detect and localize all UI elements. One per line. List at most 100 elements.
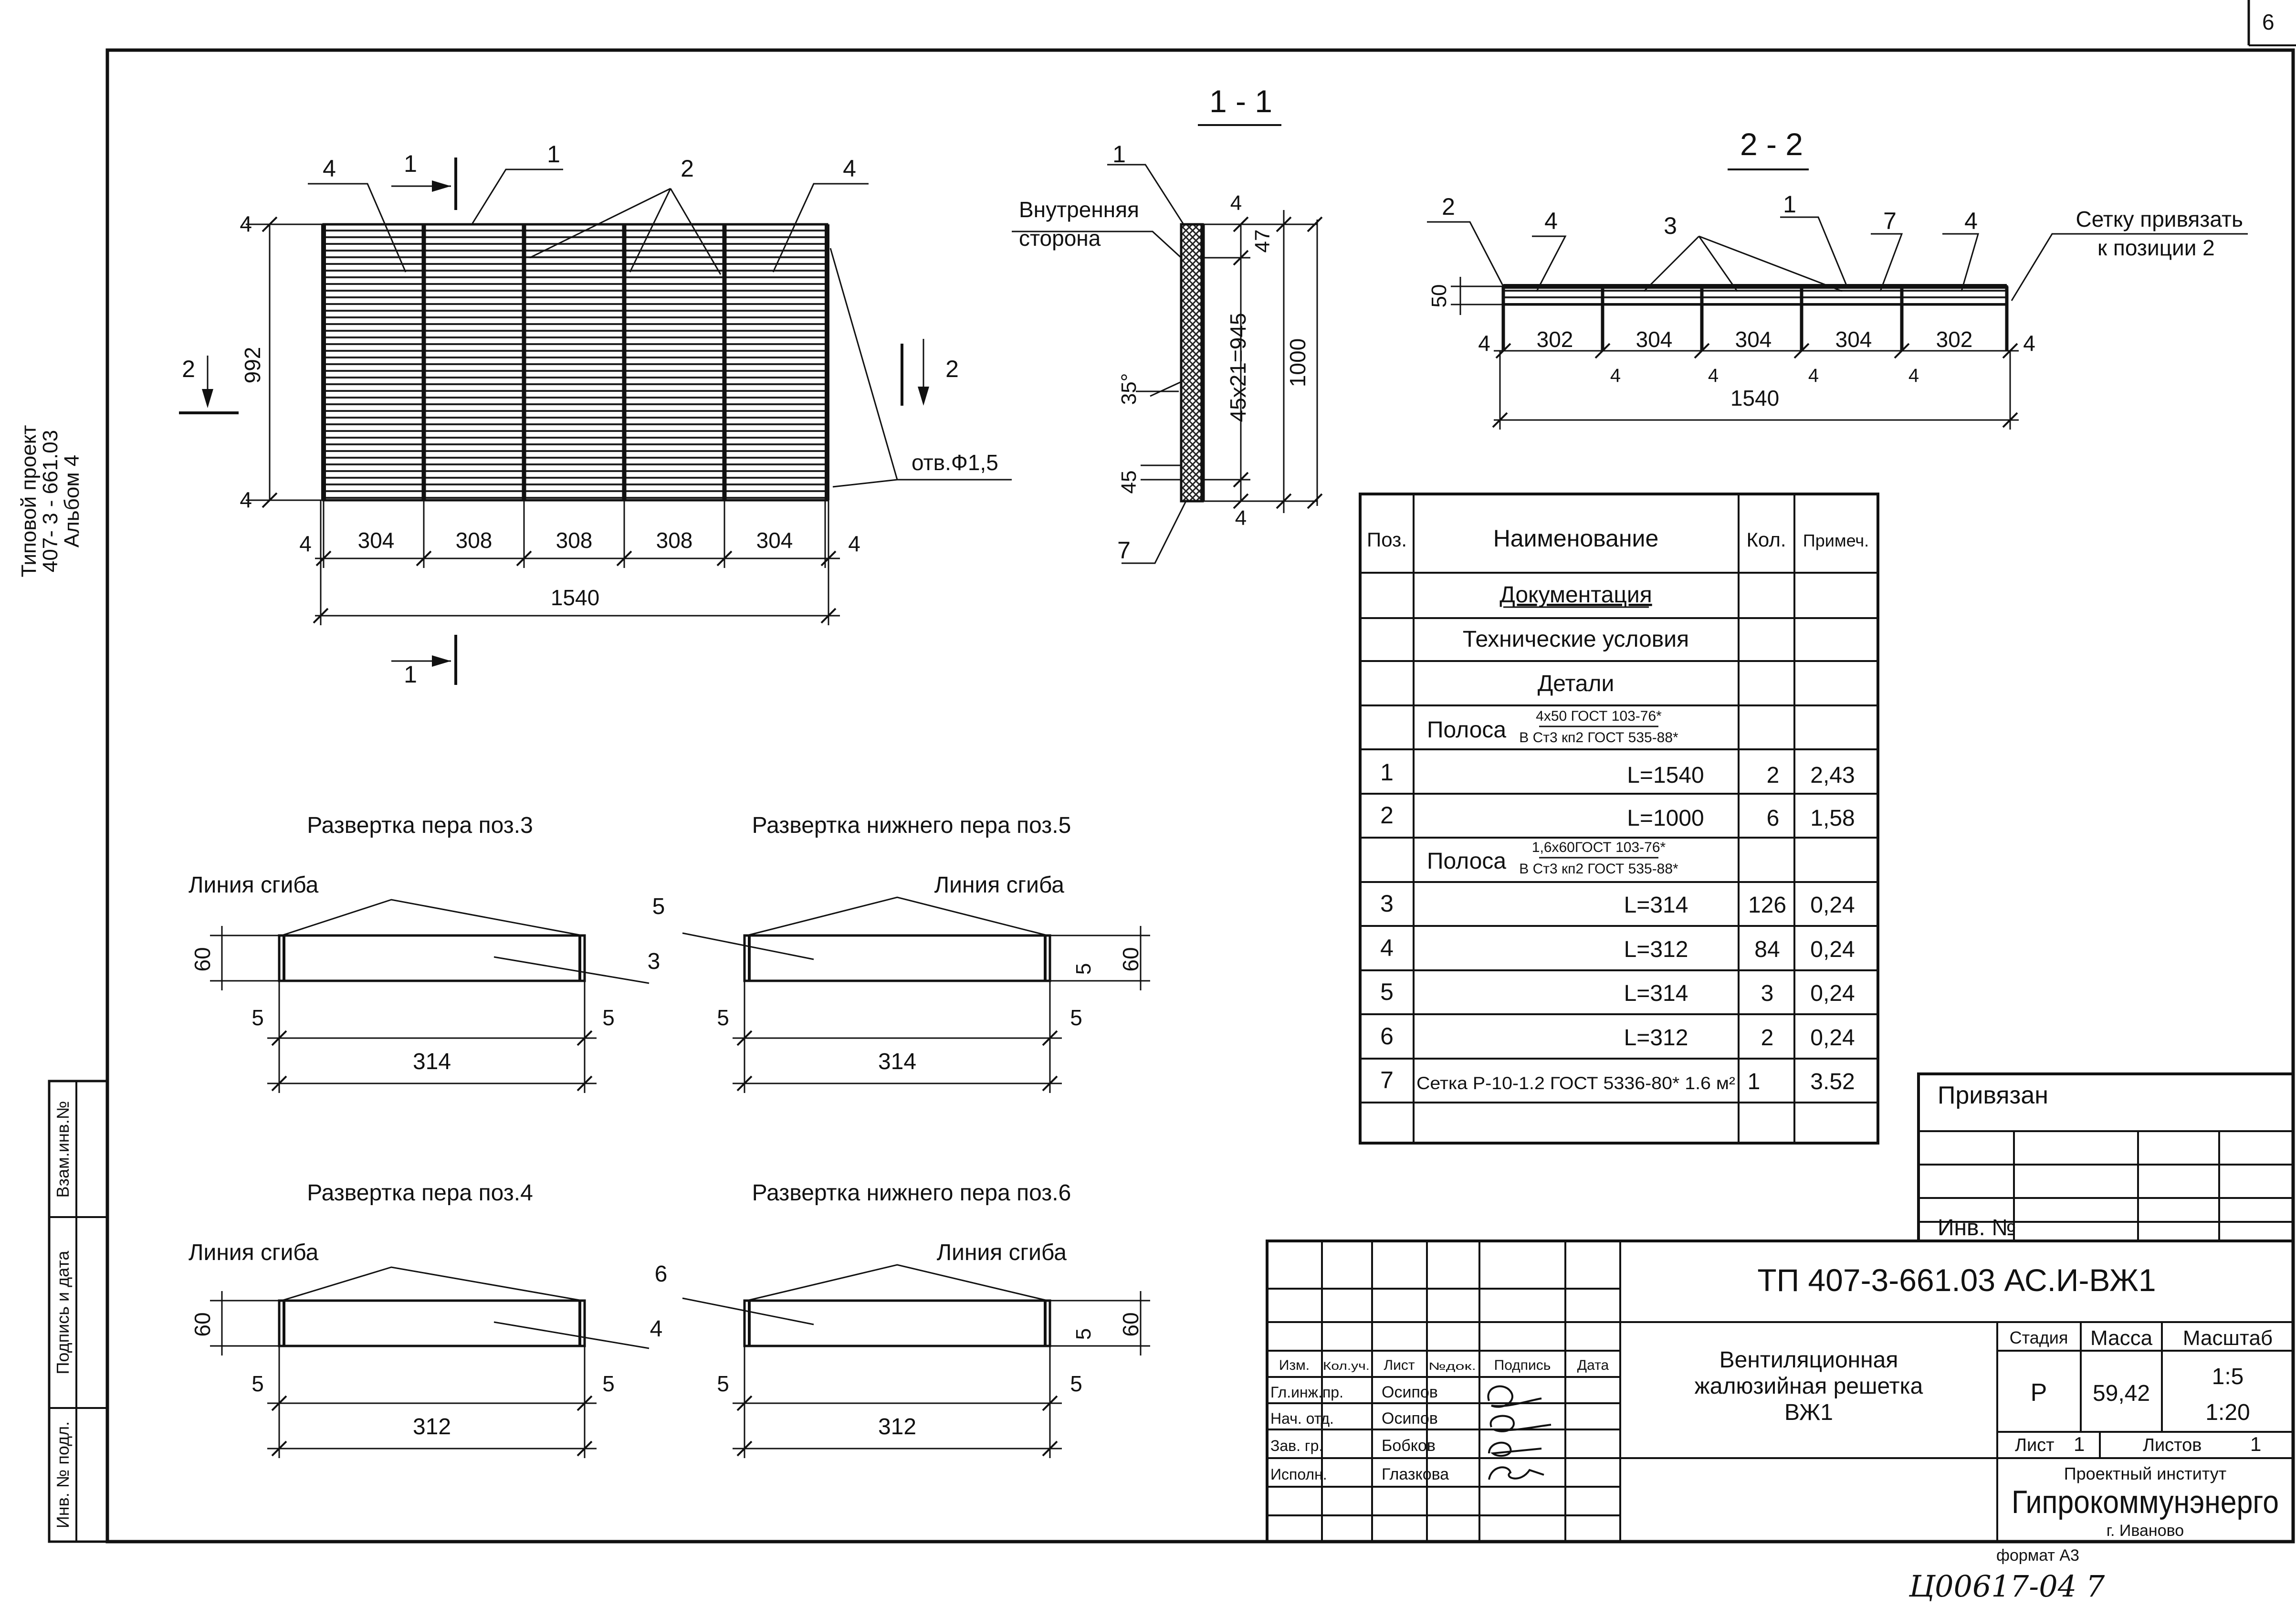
spec-row5-qty: 3 — [1761, 981, 1774, 1006]
attached-title: Привязан — [1938, 1082, 2048, 1109]
spec-row4-name: L=312 — [1624, 937, 1688, 962]
spec-table: Поз. Наименование Кол. Примеч. Документа… — [1359, 493, 1879, 1145]
plan-bdim-2: 308 — [456, 528, 493, 553]
unfold-pos4: Развертка пера поз.4 Линия сгиба 60 4 5 … — [189, 1180, 662, 1458]
tb-name-2: Осипов — [1382, 1409, 1438, 1428]
plan-bdim-0: 4 — [299, 531, 312, 556]
unfold1-w: 314 — [413, 1049, 451, 1074]
tb-name-1: Осипов — [1382, 1383, 1438, 1401]
section22-pos1: 1 — [1783, 191, 1796, 218]
section22-pos4b: 4 — [1964, 208, 1978, 234]
unfold2-title: Развертка нижнего пера поз.5 — [752, 813, 1071, 838]
unfold2-pos: 5 — [652, 894, 665, 919]
tb-h-izm: Изм. — [1279, 1357, 1310, 1373]
section-2-2: 2 - 2 50 4 302 304 304 304 302 4 4 4 — [1427, 126, 2248, 430]
plan-pos-mid: 2 — [681, 155, 694, 182]
section22-small4-a: 4 — [1610, 365, 1621, 386]
plan-dim-bottom: 4 — [240, 487, 252, 512]
spec-row4-note: 0,24 — [1810, 937, 1855, 962]
tb-scale2: 1:20 — [2205, 1400, 2250, 1425]
plan-view: 4 992 4 4 304 308 308 308 304 4 1 — [179, 141, 1012, 688]
unfold3-h: 60 — [190, 1312, 215, 1336]
tb-name-line1: Вентиляционная — [1719, 1347, 1898, 1373]
unfold3-bend: Линия сгиба — [189, 1240, 319, 1265]
section11-angle: 35° — [1117, 373, 1141, 405]
tb-name-4: Глазкова — [1382, 1465, 1449, 1483]
side-project-label: Типовой проект 407- 3 - 661.03 Альбом 4 — [17, 425, 84, 577]
unfold3-e-left: 5 — [252, 1371, 264, 1396]
section11-d45: 45 — [1117, 471, 1141, 494]
spec-h-name: Наименование — [1493, 525, 1659, 552]
spec-row7-qty: 1 — [1748, 1069, 1761, 1094]
spec-row5-name: L=314 — [1624, 981, 1688, 1006]
section11-title: 1 - 1 — [1209, 84, 1272, 119]
section22-dim-0: 4 — [1478, 331, 1490, 356]
unfold4-e-right: 5 — [1070, 1371, 1082, 1396]
section22-pos2: 2 — [1442, 193, 1455, 220]
section22-pos7: 7 — [1883, 208, 1897, 234]
spec-row1-note: 2,43 — [1810, 763, 1855, 788]
tb-role-3: Зав. гр. — [1270, 1437, 1323, 1454]
plan-hole: отв.Ф1,5 — [912, 450, 998, 475]
section22-title: 2 - 2 — [1740, 126, 1803, 162]
section11-d47: 47 — [1251, 230, 1274, 253]
spec-row3-name: L=314 — [1624, 893, 1688, 918]
tb-name-line2: жалюзийная решетка — [1695, 1374, 1923, 1399]
tb-mass-h: Масса — [2090, 1326, 2153, 1350]
plan-cut1-top: 1 — [404, 150, 417, 177]
spec-details: Детали — [1538, 671, 1615, 696]
unfold3-w: 312 — [413, 1414, 451, 1439]
section22-small4-b: 4 — [1708, 365, 1719, 386]
unfold4-pos: 6 — [655, 1261, 668, 1287]
section22-dim-4: 304 — [1835, 327, 1872, 352]
title-block: Изм. Кол.уч. Лист №док. Подпись Дата Гл.… — [1266, 1240, 2295, 1565]
tb-inst2: Гипрокоммунэнерго — [2012, 1484, 2279, 1520]
section11-pos1: 1 — [1112, 141, 1126, 168]
unfold2-e-left: 5 — [717, 1005, 729, 1030]
signatures — [1487, 1385, 1552, 1480]
plan-dim-top: 4 — [240, 211, 252, 236]
section22-small4-d: 4 — [1908, 365, 1919, 386]
tb-mass: 59,42 — [2093, 1381, 2150, 1406]
unfold3-e-right: 5 — [602, 1371, 615, 1396]
unfold4-bend: Линия сгиба — [937, 1240, 1067, 1265]
section11-body — [1180, 223, 1204, 503]
section11-d1000: 1000 — [1285, 338, 1310, 387]
unfold-pos3: Развертка пера поз.3 Линия сгиба 60 3 5 … — [189, 813, 660, 1093]
unfold2-w: 314 — [878, 1049, 916, 1074]
spec-strip1-top: 4x50 ГОСТ 103-76* — [1536, 708, 1662, 724]
spec-row5-note: 0,24 — [1810, 981, 1855, 1006]
spec-row7-note: 3.52 — [1810, 1069, 1855, 1094]
unfold2-bend: Линия сгиба — [934, 872, 1065, 898]
spec-doc: Документация — [1499, 582, 1652, 608]
spec-strip2-name: Полоса — [1427, 849, 1506, 874]
section22-pos3: 3 — [1664, 212, 1677, 239]
spec-row3-qty: 126 — [1748, 893, 1786, 918]
plan-bdim-6: 4 — [848, 531, 860, 556]
plan-cut2-left: 2 — [182, 356, 195, 382]
unfold2-e-right: 5 — [1070, 1005, 1082, 1030]
tb-h-list: Лист — [1384, 1357, 1415, 1373]
tb-name-line3: ВЖ1 — [1784, 1400, 1833, 1425]
tb-role-4: Исполн. — [1270, 1466, 1327, 1483]
unfold2-h: 60 — [1118, 947, 1143, 971]
unfold1-pos: 3 — [648, 949, 660, 974]
spec-strip1-name: Полоса — [1427, 717, 1506, 743]
spec-row2-qty: 6 — [1767, 806, 1780, 831]
spec-h-pos: Поз. — [1367, 528, 1407, 551]
tb-inst1: Проектный институт — [2064, 1464, 2226, 1483]
tb-role-1: Гл.инж.пр. — [1270, 1384, 1343, 1401]
tb-scale-h: Масштаб — [2183, 1326, 2273, 1350]
side-project-line1: Типовой проект — [17, 425, 41, 577]
main-frame — [105, 48, 2295, 1544]
tb-h-sign: Подпись — [1494, 1357, 1551, 1373]
stamp-vzam: Взам.инв.№ — [53, 1101, 73, 1198]
unfold1-h: 60 — [190, 947, 215, 971]
tb-inst3: г. Иваново — [2107, 1522, 2184, 1540]
section22-dim-5: 302 — [1936, 327, 1973, 352]
plan-dim-height: 992 — [240, 347, 265, 384]
spec-row7-pos: 7 — [1380, 1067, 1394, 1093]
tb-sheets-l: Листов — [2143, 1435, 2202, 1455]
unfold4-e-left: 5 — [717, 1371, 729, 1396]
